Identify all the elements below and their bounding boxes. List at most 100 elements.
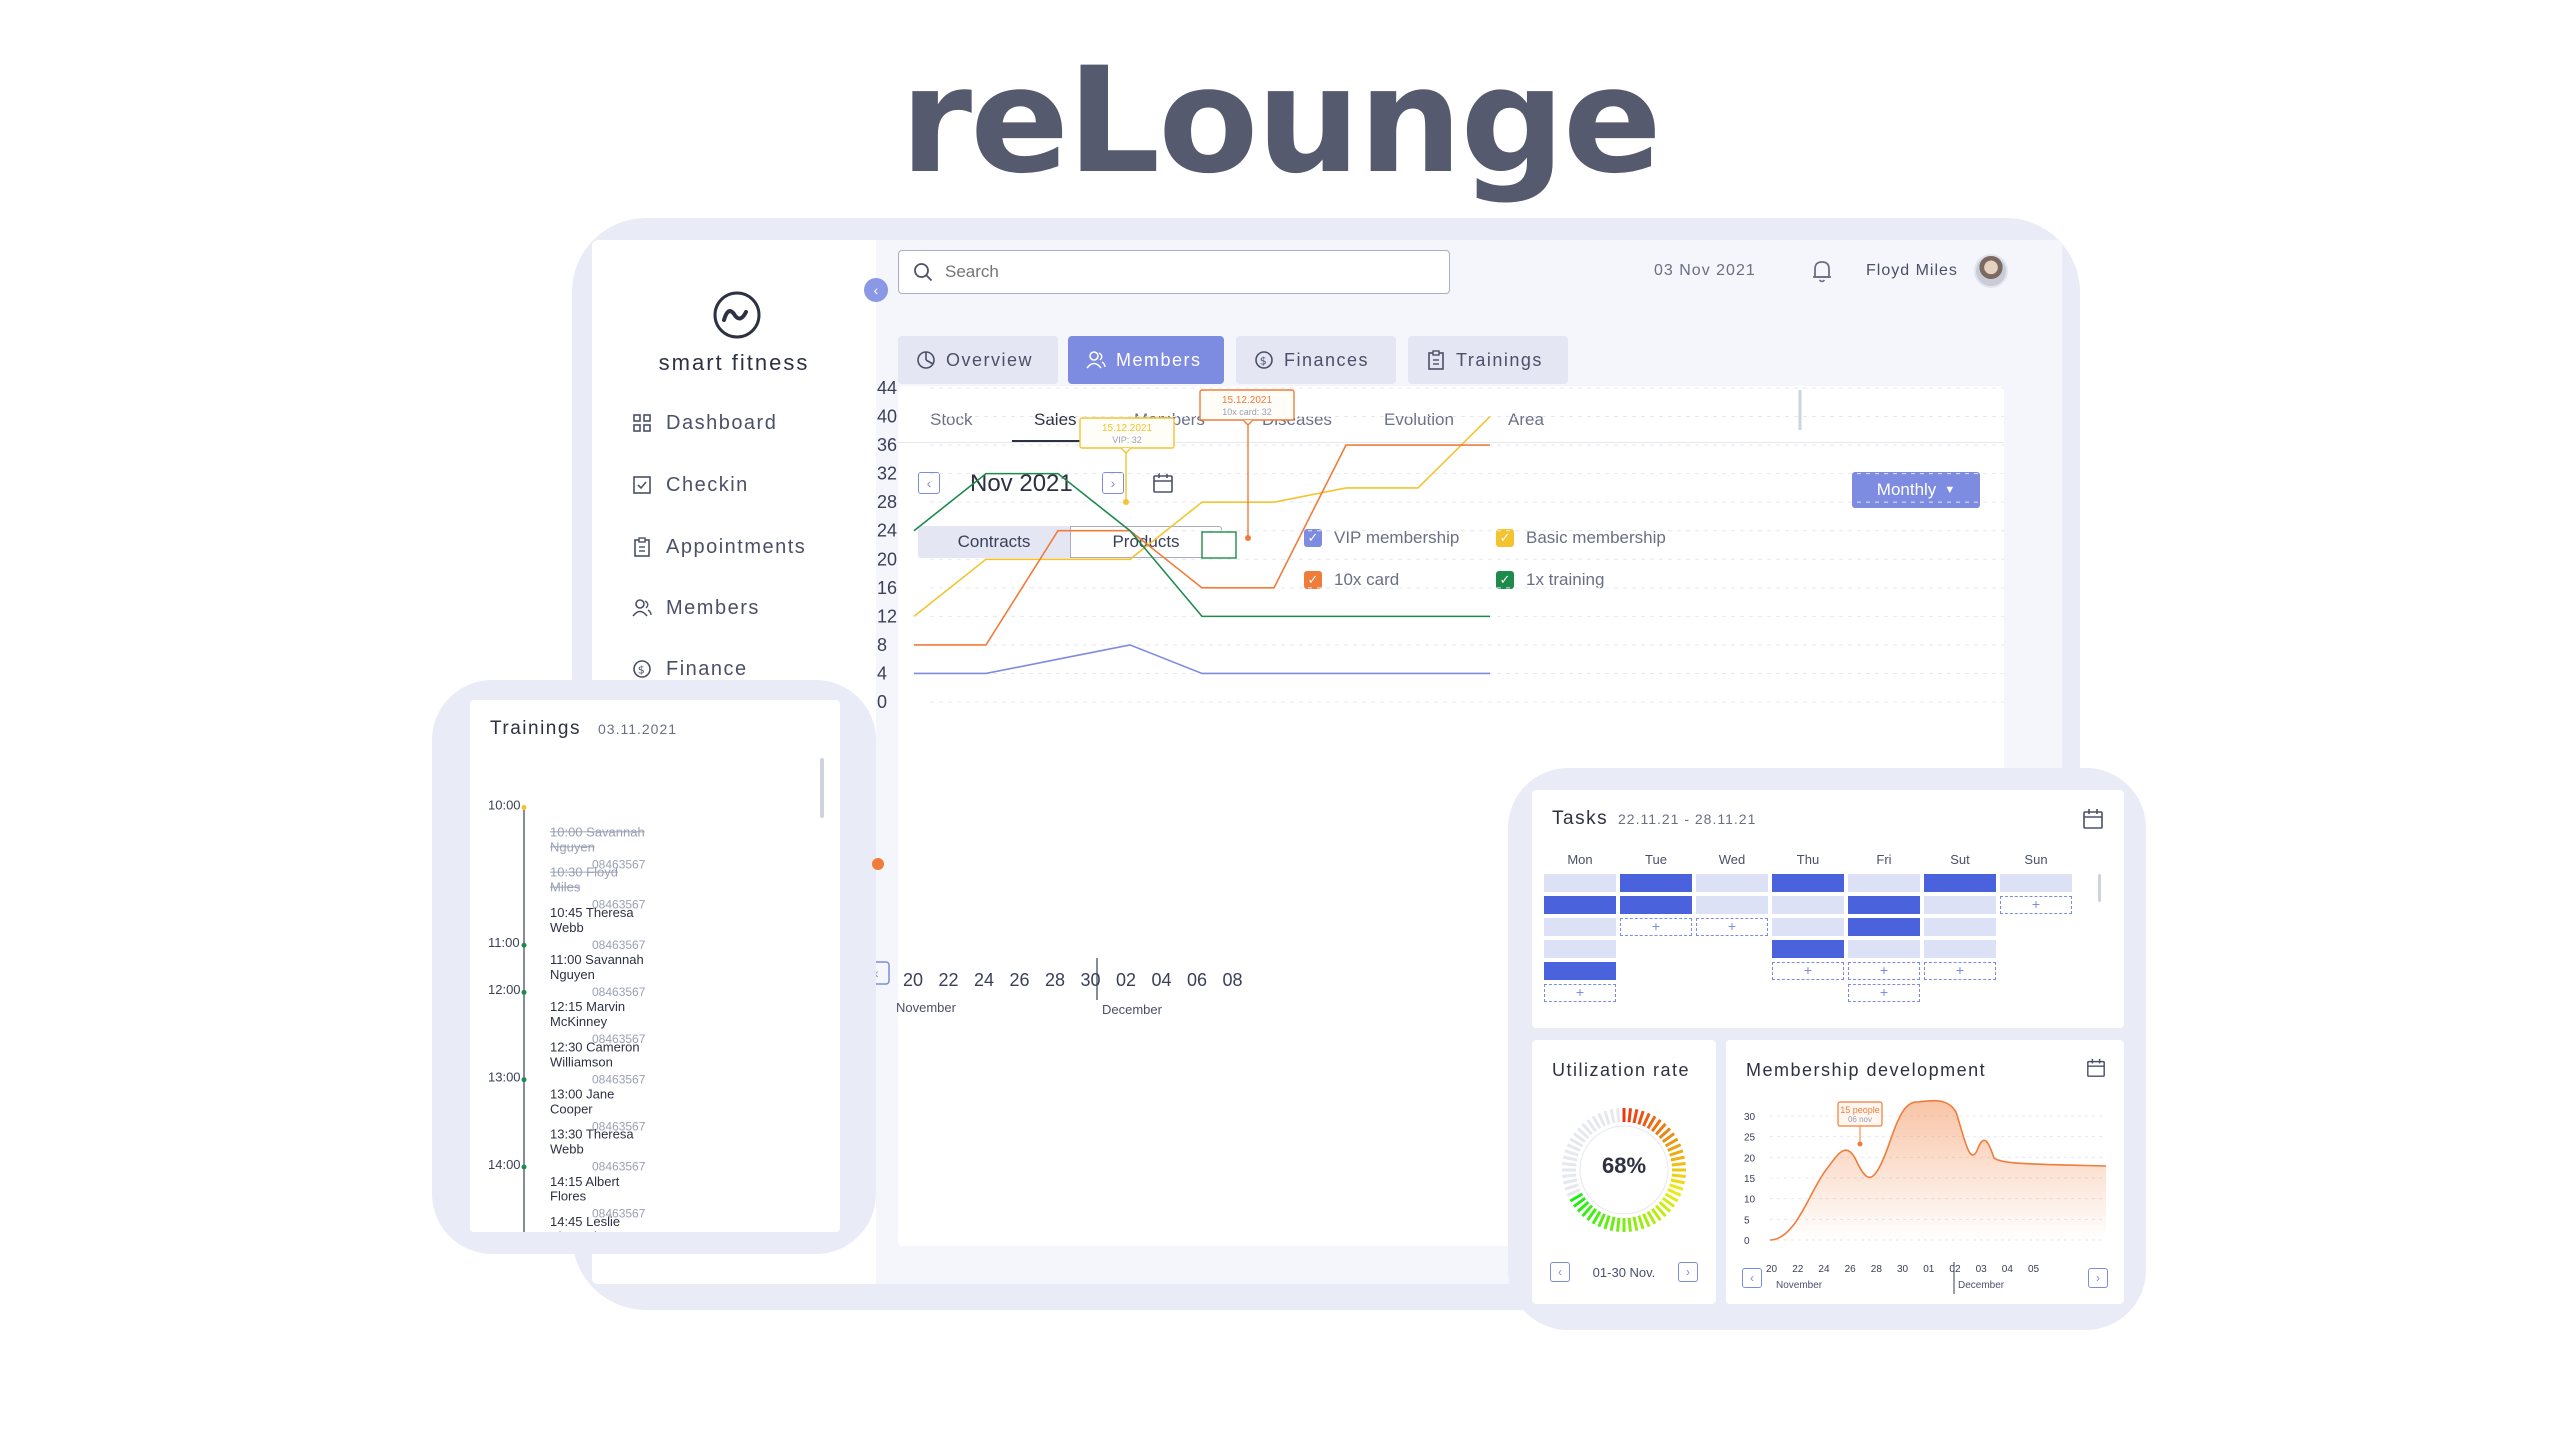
hero-title: reLounge <box>900 36 1662 206</box>
task-slot[interactable] <box>1772 896 1844 914</box>
add-task-button[interactable]: + <box>1848 984 1920 1002</box>
bell-icon[interactable] <box>1810 258 1834 284</box>
training-entry[interactable]: 14:45 Leslie Alexander08463567 <box>550 1214 645 1232</box>
timeline-hour-dot <box>521 942 527 948</box>
add-task-button[interactable]: + <box>1848 962 1920 980</box>
x-tick-label: 08 <box>1223 970 1243 990</box>
search-input[interactable] <box>945 262 1425 282</box>
gauge-tick <box>1655 1204 1667 1218</box>
task-slot[interactable] <box>1772 874 1844 892</box>
add-task-button[interactable]: + <box>1772 962 1844 980</box>
timeline-hour-label: 12:00 <box>488 982 521 998</box>
segment-contracts[interactable]: Contracts <box>918 526 1070 558</box>
sidebar-item-finance[interactable]: $ Finance <box>632 654 748 684</box>
task-slot[interactable] <box>1620 896 1692 914</box>
tab-overview[interactable]: Overview <box>898 336 1058 384</box>
task-slot[interactable] <box>1924 896 1996 914</box>
search-box[interactable] <box>898 250 1450 294</box>
gauge-tick <box>1581 1204 1593 1218</box>
task-slot[interactable] <box>1772 940 1844 958</box>
utilization-next-button[interactable]: › <box>1678 1262 1698 1282</box>
training-entry[interactable]: 12:30 Cameron Williamson 08463567 <box>550 1039 645 1086</box>
task-slot[interactable] <box>1848 940 1920 958</box>
add-task-button[interactable]: + <box>2000 896 2072 914</box>
legend-basic-membership[interactable]: ✓ Basic membership <box>1496 528 1666 548</box>
sidebar-item-members[interactable]: Members <box>632 593 760 623</box>
task-slot[interactable] <box>1696 874 1768 892</box>
task-slot[interactable] <box>1544 940 1616 958</box>
sidebar-item-appointments[interactable]: Appointments <box>632 532 806 562</box>
membership-prev-button[interactable]: ‹ <box>1742 1268 1762 1288</box>
task-slot[interactable] <box>1924 940 1996 958</box>
task-slot[interactable] <box>1544 962 1616 980</box>
task-slot[interactable] <box>1544 874 1616 892</box>
area-fill <box>1770 1100 2106 1240</box>
task-slot[interactable] <box>1544 918 1616 936</box>
add-task-button[interactable]: + <box>1544 984 1616 1002</box>
tooltip-pointer <box>1120 447 1132 454</box>
prev-period-button[interactable]: ‹ <box>918 472 940 494</box>
area-line <box>1769 1099 2107 1241</box>
x-tick-label: 24 <box>974 970 994 990</box>
utilization-value: 68% <box>1601 1153 1647 1178</box>
add-task-button[interactable]: + <box>1924 962 1996 980</box>
tasks-day-label: Wed <box>1718 852 1746 867</box>
avatar[interactable] <box>1974 254 2008 288</box>
tooltip-value: 10x card: 32 <box>1222 407 1272 417</box>
y-tick-label: 16 <box>877 578 897 598</box>
tab-finances[interactable]: $ Finances <box>1236 336 1396 384</box>
subtab-area[interactable]: Area <box>1508 410 1544 429</box>
x-tick-label: 26 <box>1010 970 1030 990</box>
gauge-tick <box>1563 1155 1578 1162</box>
task-slot[interactable] <box>1924 918 1996 936</box>
task-slot[interactable] <box>1848 874 1920 892</box>
sidebar-item-checkin[interactable]: Checkin <box>632 470 749 500</box>
tasks-scrollbar[interactable] <box>2098 874 2101 902</box>
add-task-button[interactable]: + <box>1620 918 1692 936</box>
trainings-scrollbar[interactable] <box>820 758 824 818</box>
utilization-card: Utilization rate 68% ‹ 01-30 Nov. › <box>1532 1040 1716 1304</box>
membership-next-button[interactable]: › <box>2088 1268 2108 1288</box>
legend-10x-card[interactable]: ✓ 10x card <box>1304 570 1399 590</box>
task-slot[interactable] <box>1696 896 1768 914</box>
task-slot[interactable] <box>1848 918 1920 936</box>
training-entry-name: 12:30 Cameron Williamson <box>550 1039 640 1070</box>
users-icon <box>632 599 652 617</box>
subtab-evolution[interactable]: Evolution <box>1384 410 1454 429</box>
gauge-tick <box>1646 1210 1657 1225</box>
next-period-button[interactable]: › <box>1102 472 1124 494</box>
subtab-stock[interactable]: Stock <box>930 410 973 429</box>
tab-trainings[interactable]: Trainings <box>1408 336 1568 384</box>
task-slot[interactable] <box>1620 874 1692 892</box>
task-slot[interactable] <box>2000 874 2072 892</box>
utilization-prev-button[interactable]: ‹ <box>1550 1262 1570 1282</box>
sidebar-collapse-button[interactable]: ‹ <box>864 278 888 302</box>
user-name[interactable]: Floyd Miles <box>1866 262 1958 279</box>
y-tick-label: 10 <box>1744 1195 1756 1206</box>
task-slot[interactable] <box>1772 918 1844 936</box>
calendar-icon[interactable] <box>2082 808 2104 830</box>
task-slot[interactable] <box>1544 896 1616 914</box>
legend-1x-training[interactable]: ✓ 1x training <box>1496 570 1604 590</box>
task-slot[interactable] <box>1848 896 1920 914</box>
calendar-icon[interactable] <box>2086 1058 2106 1078</box>
training-entry-phone: 08463567 <box>592 1072 646 1087</box>
add-task-button[interactable]: + <box>1696 918 1768 936</box>
utilization-title: Utilization rate <box>1552 1060 1691 1080</box>
training-entry-phone: 08463567 <box>592 1032 646 1047</box>
tab-members[interactable]: Members <box>1068 336 1224 384</box>
subtab-sales[interactable]: Sales <box>1034 410 1077 429</box>
sidebar-item-dashboard[interactable]: Dashboard <box>632 408 777 438</box>
task-slot[interactable] <box>1924 874 1996 892</box>
x-tick-label: 28 <box>1871 1264 1883 1275</box>
legend-vip-membership[interactable]: ✓ VIP membership <box>1304 528 1459 548</box>
